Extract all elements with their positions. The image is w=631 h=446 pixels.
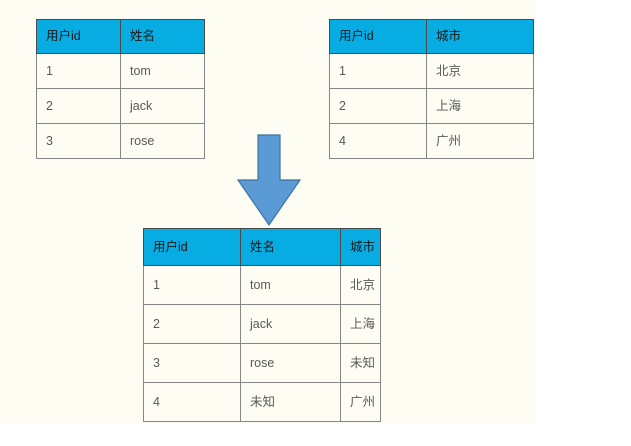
- cell-name: jack: [120, 88, 205, 124]
- cell-userid: 3: [143, 343, 241, 383]
- cell-name: tom: [240, 265, 341, 305]
- table-row: 1 tom 北京: [143, 265, 381, 305]
- down-arrow-icon: [236, 134, 302, 227]
- table-row: 1 北京: [329, 53, 534, 89]
- cell-name: rose: [240, 343, 341, 383]
- cell-userid: 2: [36, 88, 121, 124]
- table-row: 2 上海: [329, 88, 534, 124]
- cell-city: 上海: [426, 88, 534, 124]
- column-header-city: 城市: [340, 228, 381, 266]
- column-header-userid: 用户id: [143, 228, 241, 266]
- table-row: 2 jack 上海: [143, 304, 381, 344]
- table-row: 1 tom: [36, 53, 205, 89]
- cell-city: 北京: [340, 265, 381, 305]
- merged-result-table: 用户id 姓名 城市 1 tom 北京 2 jack 上海 3 rose 未知: [143, 228, 381, 422]
- cell-userid: 1: [329, 53, 427, 89]
- cell-userid: 4: [143, 382, 241, 422]
- cell-name: jack: [240, 304, 341, 344]
- cell-city: 广州: [340, 382, 381, 422]
- column-header-userid: 用户id: [329, 19, 427, 54]
- table-header-row: 用户id 姓名: [36, 19, 205, 54]
- table-row: 3 rose 未知: [143, 343, 381, 383]
- cell-city: 未知: [340, 343, 381, 383]
- cell-name: 未知: [240, 382, 341, 422]
- cell-city: 北京: [426, 53, 534, 89]
- cell-name: rose: [120, 123, 205, 159]
- cell-userid: 2: [143, 304, 241, 344]
- cell-city: 广州: [426, 123, 534, 159]
- users-table: 用户id 姓名 1 tom 2 jack 3 rose: [36, 19, 205, 159]
- column-header-userid: 用户id: [36, 19, 121, 54]
- column-header-name: 姓名: [120, 19, 205, 54]
- table-row: 4 未知 广州: [143, 382, 381, 422]
- cell-city: 上海: [340, 304, 381, 344]
- cell-userid: 4: [329, 123, 427, 159]
- cities-table: 用户id 城市 1 北京 2 上海 4 广州: [329, 19, 534, 159]
- table-row: 4 广州: [329, 123, 534, 159]
- table-header-row: 用户id 姓名 城市: [143, 228, 381, 266]
- cell-userid: 1: [143, 265, 241, 305]
- cell-name: tom: [120, 53, 205, 89]
- cell-userid: 3: [36, 123, 121, 159]
- column-header-name: 姓名: [240, 228, 341, 266]
- table-row: 3 rose: [36, 123, 205, 159]
- cell-userid: 2: [329, 88, 427, 124]
- table-header-row: 用户id 城市: [329, 19, 534, 54]
- cell-userid: 1: [36, 53, 121, 89]
- table-row: 2 jack: [36, 88, 205, 124]
- column-header-city: 城市: [426, 19, 534, 54]
